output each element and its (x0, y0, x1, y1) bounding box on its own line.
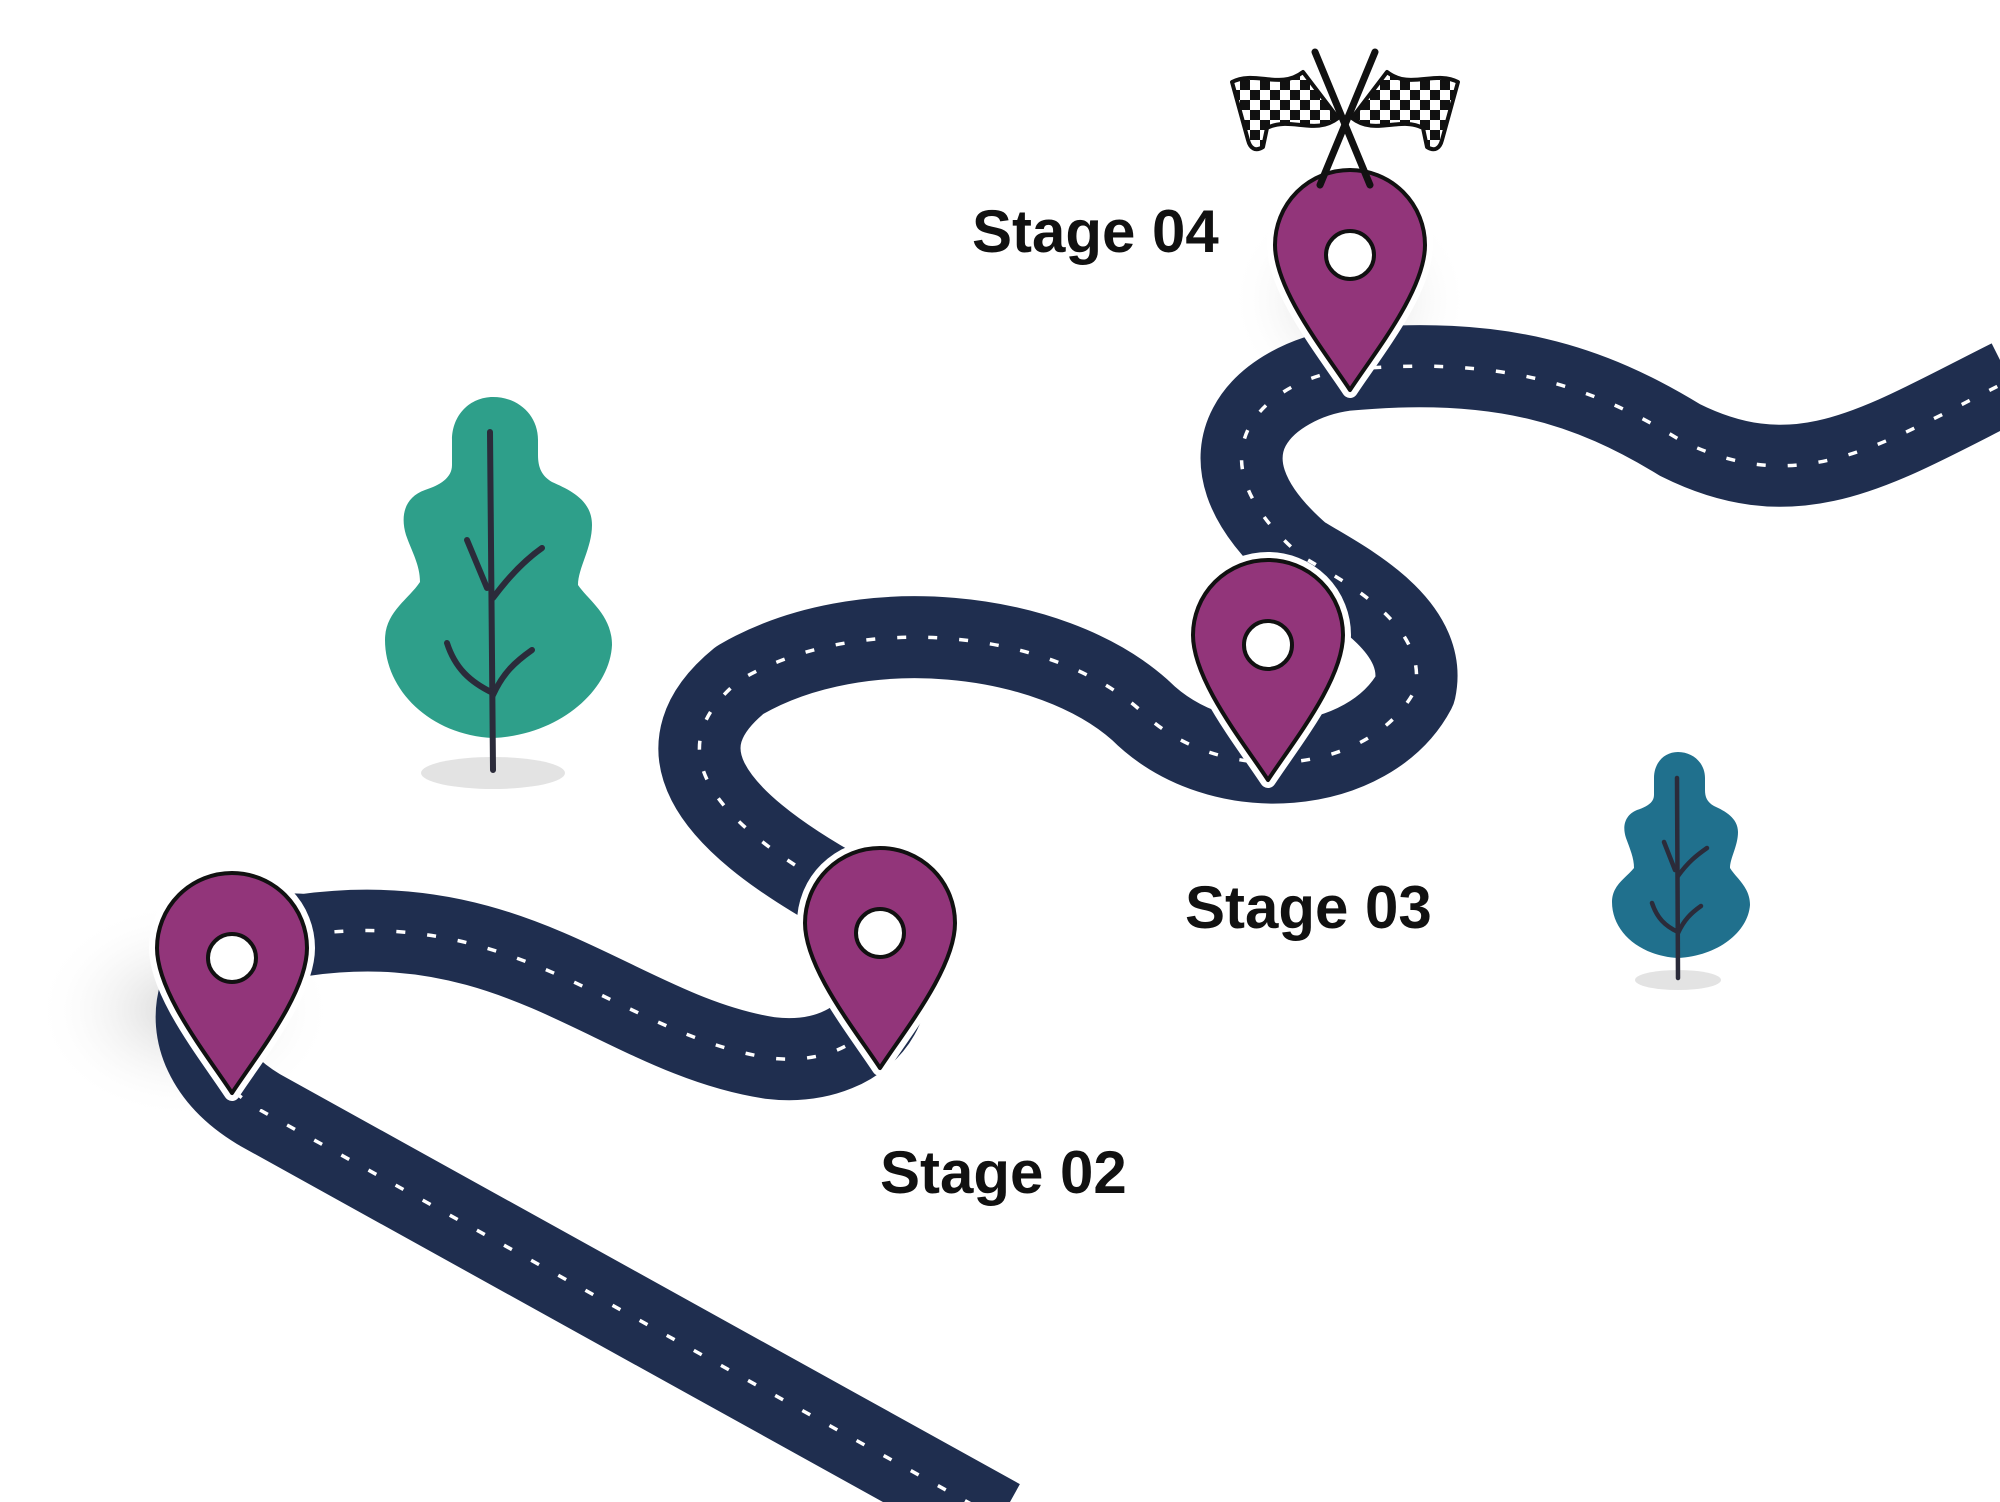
stage-03-pin[interactable] (1185, 552, 1351, 788)
tree-canopy (385, 397, 612, 738)
stage-04-pin[interactable] (1267, 162, 1433, 398)
stage-02-pin[interactable] (797, 840, 963, 1076)
road-center-dashes (194, 364, 2000, 1502)
stage-01-pin[interactable] (149, 865, 315, 1101)
pin-center-dot (854, 907, 906, 959)
tree-trunk (444, 429, 545, 773)
stage-03-label: Stage 03 (1185, 874, 1432, 941)
tree-trunk (1649, 775, 1710, 981)
winding-road (155, 325, 2000, 1502)
stage-04-label: Stage 04 (972, 198, 1219, 265)
tree-canopy (1612, 752, 1750, 958)
pin-center-dot (206, 932, 258, 984)
pin-center-dot (1324, 229, 1376, 281)
pin-center-dot (1242, 619, 1294, 671)
tree-blue (1612, 752, 1750, 990)
checkered-flags-icon (1230, 48, 1460, 189)
tree-green (385, 397, 612, 789)
stage-02-label: Stage 02 (880, 1139, 1127, 1206)
